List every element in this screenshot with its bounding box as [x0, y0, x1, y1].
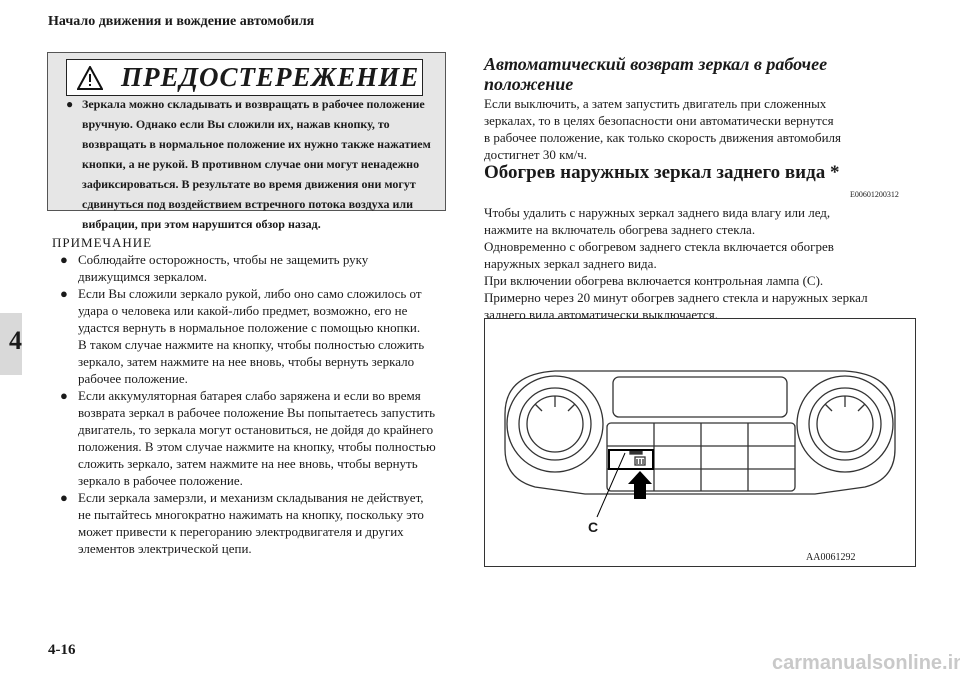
note-item: ● Если зеркала замерзли, и механизм скла… — [52, 489, 462, 557]
body-line: нажмите на включатель обогрева заднего с… — [484, 222, 756, 237]
note-line: возврата зеркал в рабочее положение Вы п… — [78, 405, 436, 420]
note-line: Если Вы сложили зеркало рукой, либо оно … — [78, 286, 422, 301]
section-title-auto-return: Автоматический возврат зеркал в рабочее … — [484, 54, 914, 94]
note-line: Если зеркала замерзли, и механизм склады… — [78, 490, 424, 505]
warning-box: ПРЕДОСТЕРЕЖЕНИЕ ●Зеркала можно складыват… — [47, 52, 446, 231]
climate-panel-illustration — [504, 370, 896, 518]
body-line: Примерно через 20 минут обогрев заднего … — [484, 290, 868, 305]
body-line: достигнет 30 км/ч. — [484, 147, 588, 162]
warning-line: зафиксироваться. В результате во время д… — [82, 177, 416, 191]
note-line: двигатель, то зеркала могут остановиться… — [78, 422, 434, 437]
chapter-tab — [0, 313, 22, 375]
section-title-line: Автоматический возврат зеркал в рабочее — [484, 54, 828, 74]
note-item: ● Если аккумуляторная батарея слабо заря… — [52, 387, 462, 489]
body-line: Чтобы удалить с наружных зеркал заднего … — [484, 205, 831, 220]
body-line: в рабочее положение, как только скорость… — [484, 130, 842, 145]
section-body-mirror-heating: Чтобы удалить с наружных зеркал заднего … — [484, 204, 914, 323]
bullet-icon: ● — [60, 286, 68, 301]
body-line: зеркалах, то в целях безопасности они ав… — [484, 113, 834, 128]
note-block: ПРИМЕЧАНИЕ ● Соблюдайте осторожность, чт… — [52, 234, 462, 557]
note-line: зеркало в рабочее положение. — [78, 473, 243, 488]
note-line: движущимся зеркалом. — [78, 269, 208, 284]
warning-text: ●Зеркала можно складывать и возвращать в… — [66, 94, 432, 234]
bullet-icon: ● — [60, 388, 68, 403]
section-body-auto-return: Если выключить, а затем запустить двигат… — [484, 95, 914, 163]
warning-line: вибрации, при этом нарушится обзор назад… — [82, 217, 321, 231]
note-line: положения. В этом случае нажмите на кноп… — [78, 439, 436, 454]
note-line: не пытайтесь многократно нажимать на кно… — [78, 507, 424, 522]
warning-line: сдвинуться под воздействием встречного п… — [82, 197, 414, 211]
note-line: удастся вернуть в нормальное положение с… — [78, 320, 421, 335]
figure-label-c: C — [588, 519, 599, 535]
note-line: элементов электрической цепи. — [78, 541, 252, 556]
bullet-icon: ● — [60, 490, 68, 505]
section-code: E00601200312 — [850, 190, 899, 199]
body-line: Одновременно с обогревом заднего стекла … — [484, 239, 834, 254]
warning-line: кнопки, а не рукой. В противном случае о… — [82, 157, 420, 171]
page-number: 4-16 — [48, 642, 76, 658]
note-line: может привести к перегоранию электродвиг… — [78, 524, 404, 539]
figure-code: AA0061292 — [806, 552, 856, 563]
note-item: ● Если Вы сложили зеркало рукой, либо он… — [52, 285, 462, 387]
body-line: Если выключить, а затем запустить двигат… — [484, 96, 827, 111]
warning-line: вручную. Однако если Вы сложили их, нажа… — [82, 117, 390, 131]
warning-line: возвращать в нормальное положение их нуж… — [82, 137, 431, 151]
bullet-icon: ● — [66, 97, 74, 111]
body-line: При включении обогрева включается контро… — [484, 273, 824, 288]
warning-triangle-icon — [77, 65, 103, 90]
bullet-icon: ● — [60, 252, 68, 267]
climate-panel-figure: C — [484, 318, 916, 567]
note-line: Если аккумуляторная батарея слабо заряже… — [78, 388, 421, 403]
section-title-mirror-heating: Обогрев наружных зеркал заднего вида * — [484, 162, 840, 183]
note-line: зеркало, затем нажмите на нее вновь, что… — [78, 354, 415, 369]
running-header: Начало движения и вождение автомобиля — [48, 14, 315, 29]
note-line: сложить зеркало, затем нажмите на нее вн… — [78, 456, 418, 471]
note-line: Соблюдайте осторожность, чтобы не защеми… — [78, 252, 369, 267]
note-line: В таком случае нажмите на кнопку, чтобы … — [78, 337, 425, 352]
warning-title-box: ПРЕДОСТЕРЕЖЕНИЕ — [66, 59, 423, 96]
note-line: удара о человека или какой-либо предмет,… — [78, 303, 408, 318]
warning-line: ●Зеркала можно складывать и возвращать в… — [66, 94, 432, 114]
note-line: рабочее положение. — [78, 371, 188, 386]
note-item: ● Соблюдайте осторожность, чтобы не заще… — [52, 251, 462, 285]
warning-title: ПРЕДОСТЕРЕЖЕНИЕ — [121, 62, 420, 92]
note-title: ПРИМЕЧАНИЕ — [52, 235, 153, 250]
pointer-arrow-icon — [628, 471, 652, 499]
section-title-line: положение — [484, 74, 574, 94]
watermark: carmanualsonline.info — [772, 652, 960, 674]
body-line: наружных зеркал заднего вида. — [484, 256, 657, 271]
chapter-number: 4 — [9, 326, 22, 355]
